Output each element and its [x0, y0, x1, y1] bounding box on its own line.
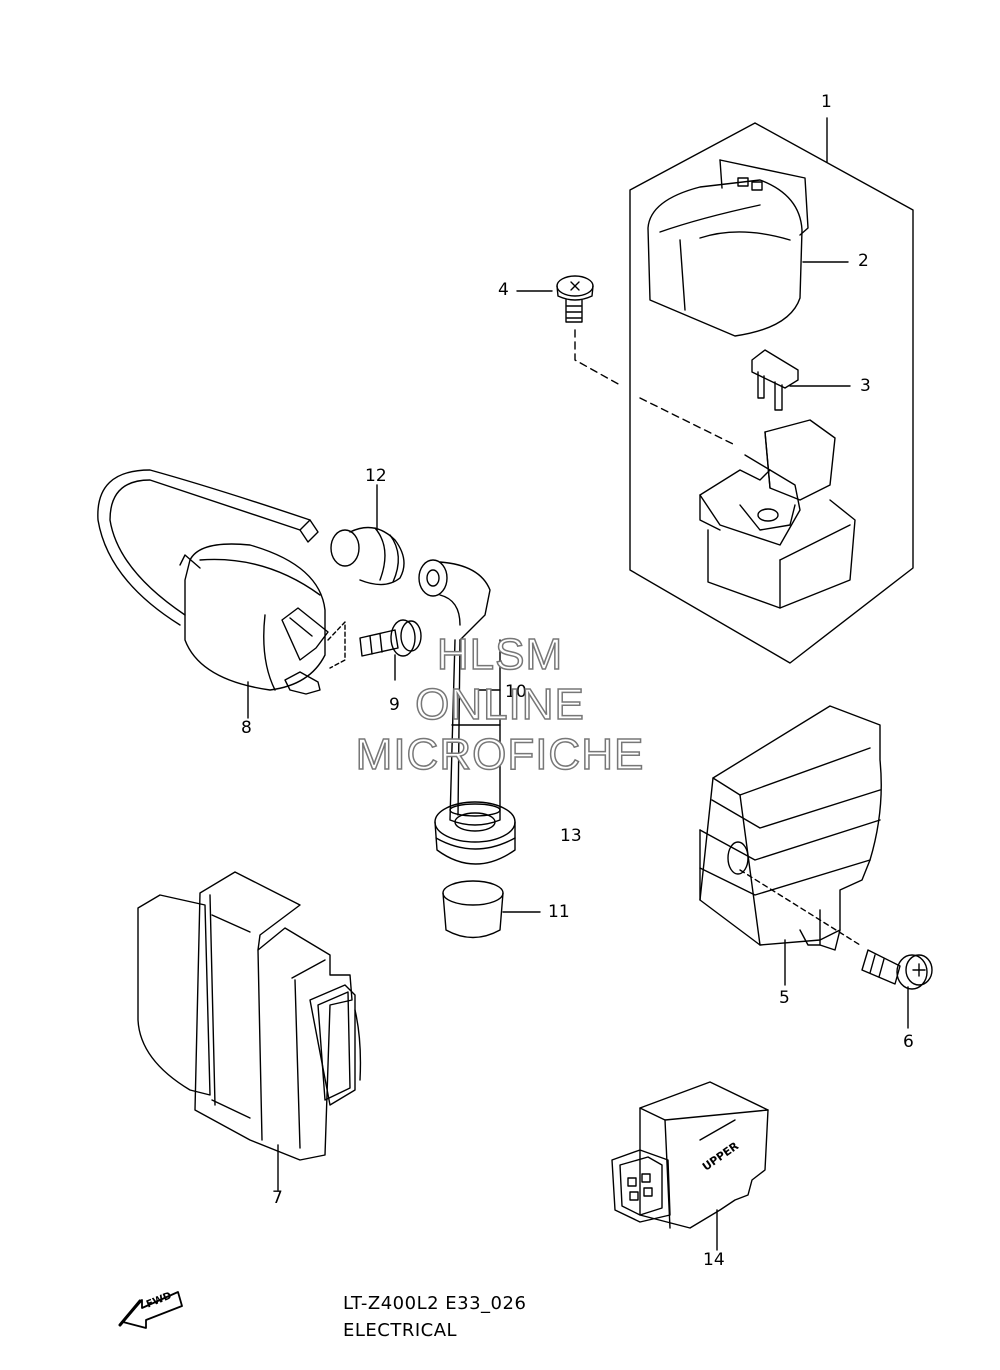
callout-11: 11	[548, 902, 570, 922]
callout-12: 12	[365, 466, 387, 486]
section-title: ELECTRICAL	[343, 1320, 458, 1341]
callout-6: 6	[903, 1032, 914, 1052]
watermark-line-1: HLSM	[436, 630, 564, 679]
grommet	[434, 801, 516, 865]
coil-bolt	[359, 619, 422, 681]
connector-block	[611, 1081, 769, 1251]
model-code: LT-Z400L2 E33_026	[343, 1293, 527, 1314]
callout-1: 1	[821, 92, 832, 112]
callout-8: 8	[241, 718, 252, 738]
callout-9: 9	[389, 695, 400, 715]
regulator-rectifier	[699, 705, 882, 986]
fuse	[751, 349, 851, 411]
watermark-line-3: MICROFICHE	[355, 730, 645, 779]
relay-cover	[647, 159, 849, 337]
callout-3: 3	[860, 376, 871, 396]
callout-5: 5	[779, 988, 790, 1008]
ecm-unit	[137, 871, 362, 1191]
fwd-arrow-icon	[118, 1291, 183, 1329]
regulator-bolt	[861, 949, 933, 1029]
callout-2: 2	[858, 251, 869, 271]
plug-boot-seal	[330, 484, 405, 586]
callout-14: 14	[703, 1250, 725, 1270]
callout-4: 4	[498, 280, 509, 300]
ignition-coil	[97, 469, 346, 719]
starter-relay	[699, 419, 856, 609]
callout-13: 13	[560, 826, 582, 846]
screw-small	[516, 275, 736, 446]
callout-7: 7	[272, 1188, 283, 1208]
spark-plug-cap	[418, 559, 501, 826]
relay-assembly-bracket	[629, 117, 914, 664]
watermark-line-2: ONLINE	[414, 680, 585, 729]
callout-10: 10	[505, 682, 527, 702]
cover-cap	[442, 880, 541, 939]
